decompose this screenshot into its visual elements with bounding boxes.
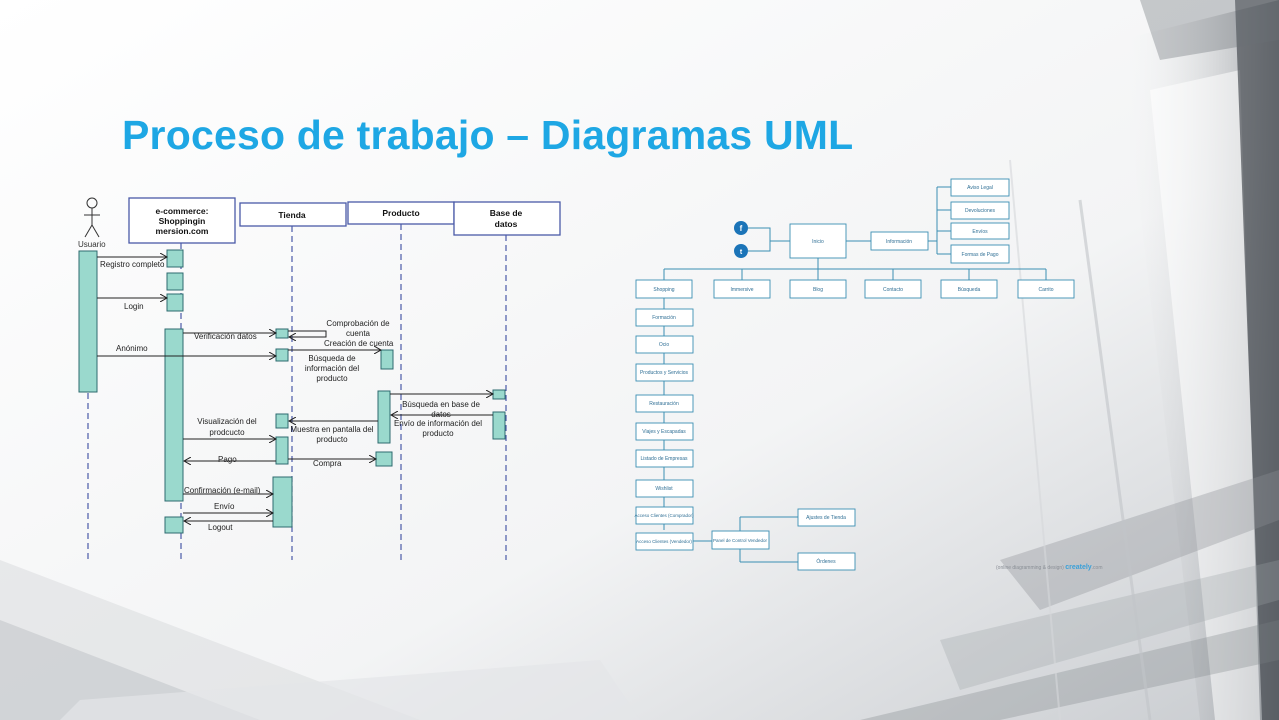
node-aviso-legal: Aviso Legal xyxy=(967,185,993,191)
node-formacion: Formación xyxy=(652,315,676,321)
node-ajustes-tienda: Ajustes de Tienda xyxy=(806,515,846,521)
lifeline-producto: Producto xyxy=(347,201,455,225)
msg-busqueda-bd-1: Búsqueda en base de xyxy=(402,400,480,409)
node-devoluciones: Devoluciones xyxy=(965,208,996,214)
lifeline-bd-line1: Base de xyxy=(490,208,523,218)
facebook-glyph: f xyxy=(740,224,743,233)
node-wishlist: Wishlist xyxy=(655,486,673,492)
msg-envio-info-1: Envío de información del xyxy=(394,419,482,428)
node-productos-servicios: Productos y Servicios xyxy=(640,370,689,376)
msg-login: Login xyxy=(124,302,144,311)
node-ocio: Ocio xyxy=(659,342,670,348)
lifeline-dashes xyxy=(87,224,507,560)
sitemap-boxes xyxy=(635,178,1075,571)
node-inicio: Inicio xyxy=(812,239,824,245)
message-labels: Registro completo Login Verificación dat… xyxy=(100,260,482,532)
facebook-icon[interactable]: f xyxy=(734,221,748,235)
msg-busqueda-info-3: producto xyxy=(316,374,348,383)
msg-confirmacion: Confirmación (e-mail) xyxy=(184,486,261,495)
sitemap-diagram: f t Inicio Información xyxy=(634,178,1075,571)
msg-muestra-2: producto xyxy=(316,435,348,444)
msg-logout: Logout xyxy=(208,523,233,532)
msg-comprobacion-1: Comprobación de xyxy=(326,319,390,328)
msg-busqueda-info-1: Búsqueda de xyxy=(308,354,356,363)
creately-credit: (online diagramming & design) creately.c… xyxy=(996,564,1103,571)
msg-muestra-1: Muestra en pantalla del xyxy=(290,425,373,434)
lifeline-base-datos: Base de datos xyxy=(453,201,561,236)
msg-pago: Pago xyxy=(218,455,237,464)
msg-envio: Envío xyxy=(214,502,235,511)
node-blog: Blog xyxy=(813,287,823,293)
lifeline-tienda: Tienda xyxy=(239,202,347,227)
credit-prefix: (online diagramming & design) xyxy=(996,565,1064,571)
node-envios: Envíos xyxy=(972,229,988,235)
actor-usuario xyxy=(84,197,100,238)
lifeline-tienda-label: Tienda xyxy=(278,210,306,220)
lifeline-bd-line2: datos xyxy=(495,219,518,229)
msg-comprobacion-2: cuenta xyxy=(346,329,371,338)
msg-creacion: Creación de cuenta xyxy=(324,339,394,348)
node-listado-empresas: Listado de Empresas xyxy=(641,456,688,462)
node-formas-pago: Formas de Pago xyxy=(962,252,999,258)
msg-busqueda-info-2: información del xyxy=(305,364,359,373)
node-ordenes: Órdenes xyxy=(816,558,836,565)
lifeline-ecommerce-line2: Shoppingin xyxy=(159,216,206,226)
node-informacion: Información xyxy=(886,239,912,245)
msg-envio-info-2: producto xyxy=(422,429,454,438)
credit-suffix: .com xyxy=(1091,565,1103,571)
social-icons: f t xyxy=(734,221,748,258)
lifeline-ecommerce-line1: e-commerce: xyxy=(156,206,209,216)
node-shopping: Shopping xyxy=(653,287,674,293)
message-arrows xyxy=(97,257,493,521)
msg-busqueda-bd-2: datos xyxy=(431,410,451,419)
activation-bars xyxy=(78,249,506,534)
credit-brand: creately xyxy=(1065,564,1092,571)
node-acceso-comprador: Acceso Clientes (Comprador) xyxy=(634,513,694,518)
msg-anonimo: Anónimo xyxy=(116,344,148,353)
lifeline-producto-label: Producto xyxy=(382,208,419,218)
node-busqueda: Búsqueda xyxy=(958,287,981,293)
sequence-diagram: Usuario e-commerce: Shoppingin mersion.c… xyxy=(78,197,561,560)
node-panel-control: Panel de Control Vendedor xyxy=(713,538,768,543)
msg-compra: Compra xyxy=(313,459,342,468)
msg-registro: Registro completo xyxy=(100,260,165,269)
slide-title: Proceso de trabajo – Diagramas UML xyxy=(122,112,854,158)
node-carrito: Carrito xyxy=(1038,287,1053,293)
sitemap-connectors xyxy=(663,186,1047,563)
node-immersive: Immersive xyxy=(730,287,753,293)
twitter-icon[interactable]: t xyxy=(734,244,748,258)
twitter-glyph: t xyxy=(740,249,743,256)
lifeline-ecommerce-line3: mersion.com xyxy=(156,226,209,236)
node-viajes: Viajes y Escapadas xyxy=(642,429,686,435)
msg-visualizacion-1: Visualización del xyxy=(197,417,257,426)
node-restauracion: Restauración xyxy=(649,401,679,407)
node-contacto: Contacto xyxy=(883,287,903,293)
msg-visualizacion-2: prodcucto xyxy=(209,428,245,437)
sitemap-labels: Inicio Información Aviso Legal Devolucio… xyxy=(634,185,1053,565)
lifeline-ecommerce: e-commerce: Shoppingin mersion.com xyxy=(128,197,236,244)
node-acceso-vendedor: Acceso Clientes (Vendedor) xyxy=(636,539,692,544)
msg-verificacion: Verificación datos xyxy=(194,332,257,341)
actor-label: Usuario xyxy=(78,240,106,249)
